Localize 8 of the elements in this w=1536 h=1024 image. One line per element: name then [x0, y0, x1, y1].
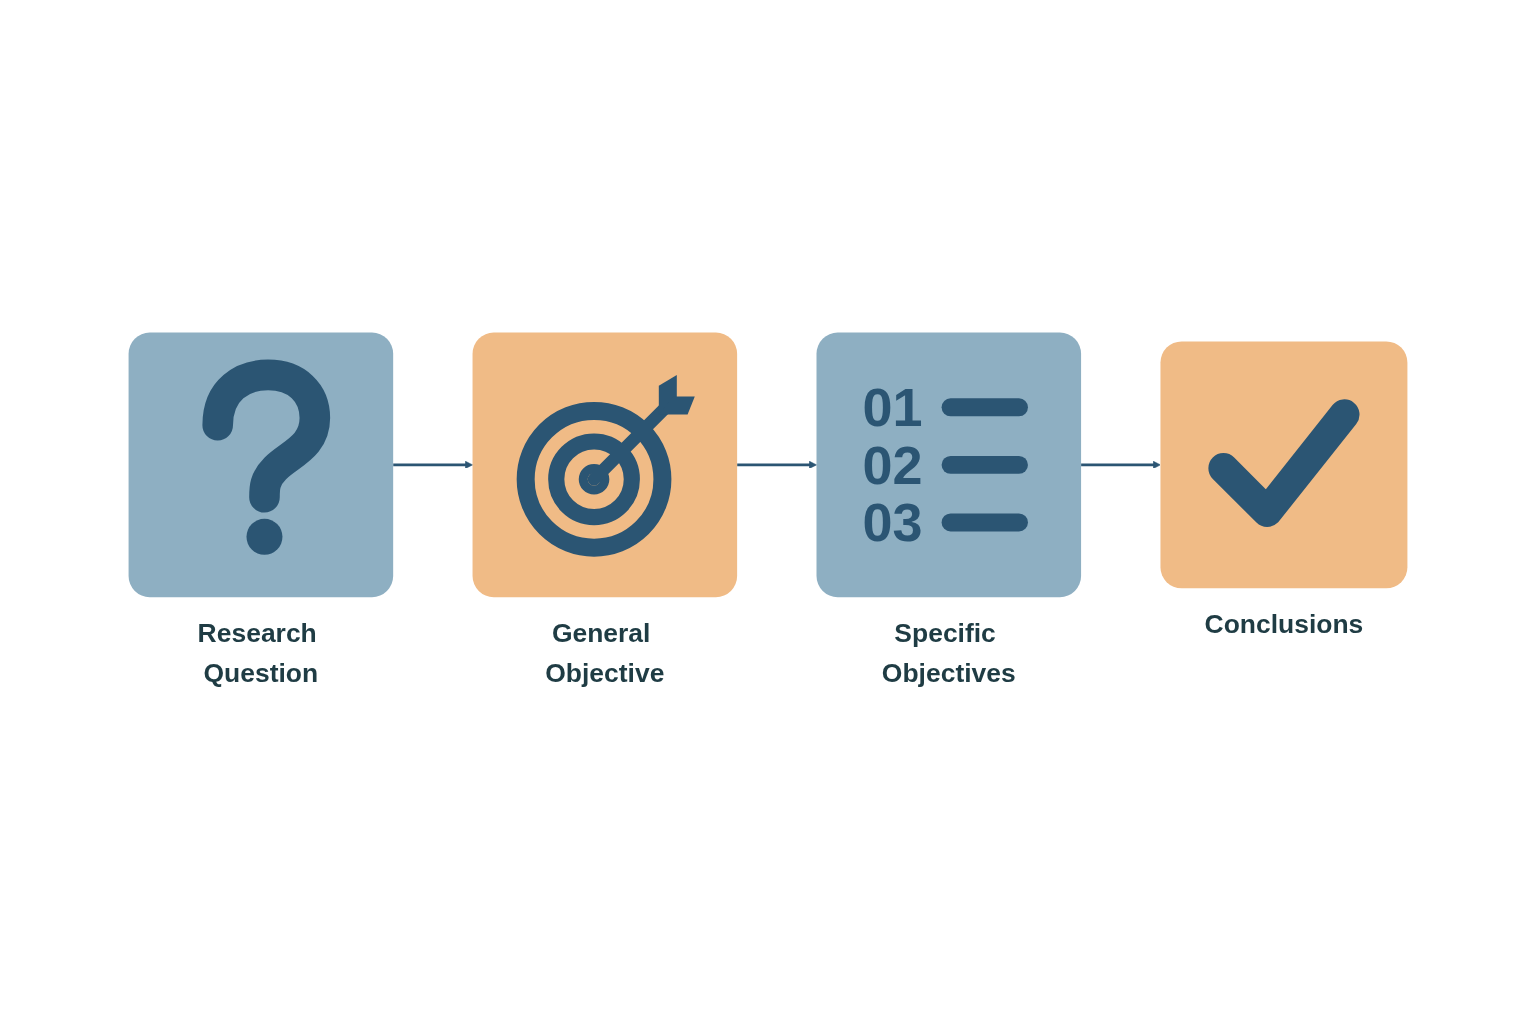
arrow [737, 460, 817, 469]
arrow [1081, 460, 1161, 469]
list-number: 01 [862, 376, 923, 437]
step-caption: Research Question [196, 616, 320, 689]
arrow [393, 460, 473, 469]
step-caption: Conclusions [1204, 608, 1364, 641]
step-caption: General Objective [544, 616, 666, 689]
step-caption: Specific Objectives [880, 616, 1017, 689]
